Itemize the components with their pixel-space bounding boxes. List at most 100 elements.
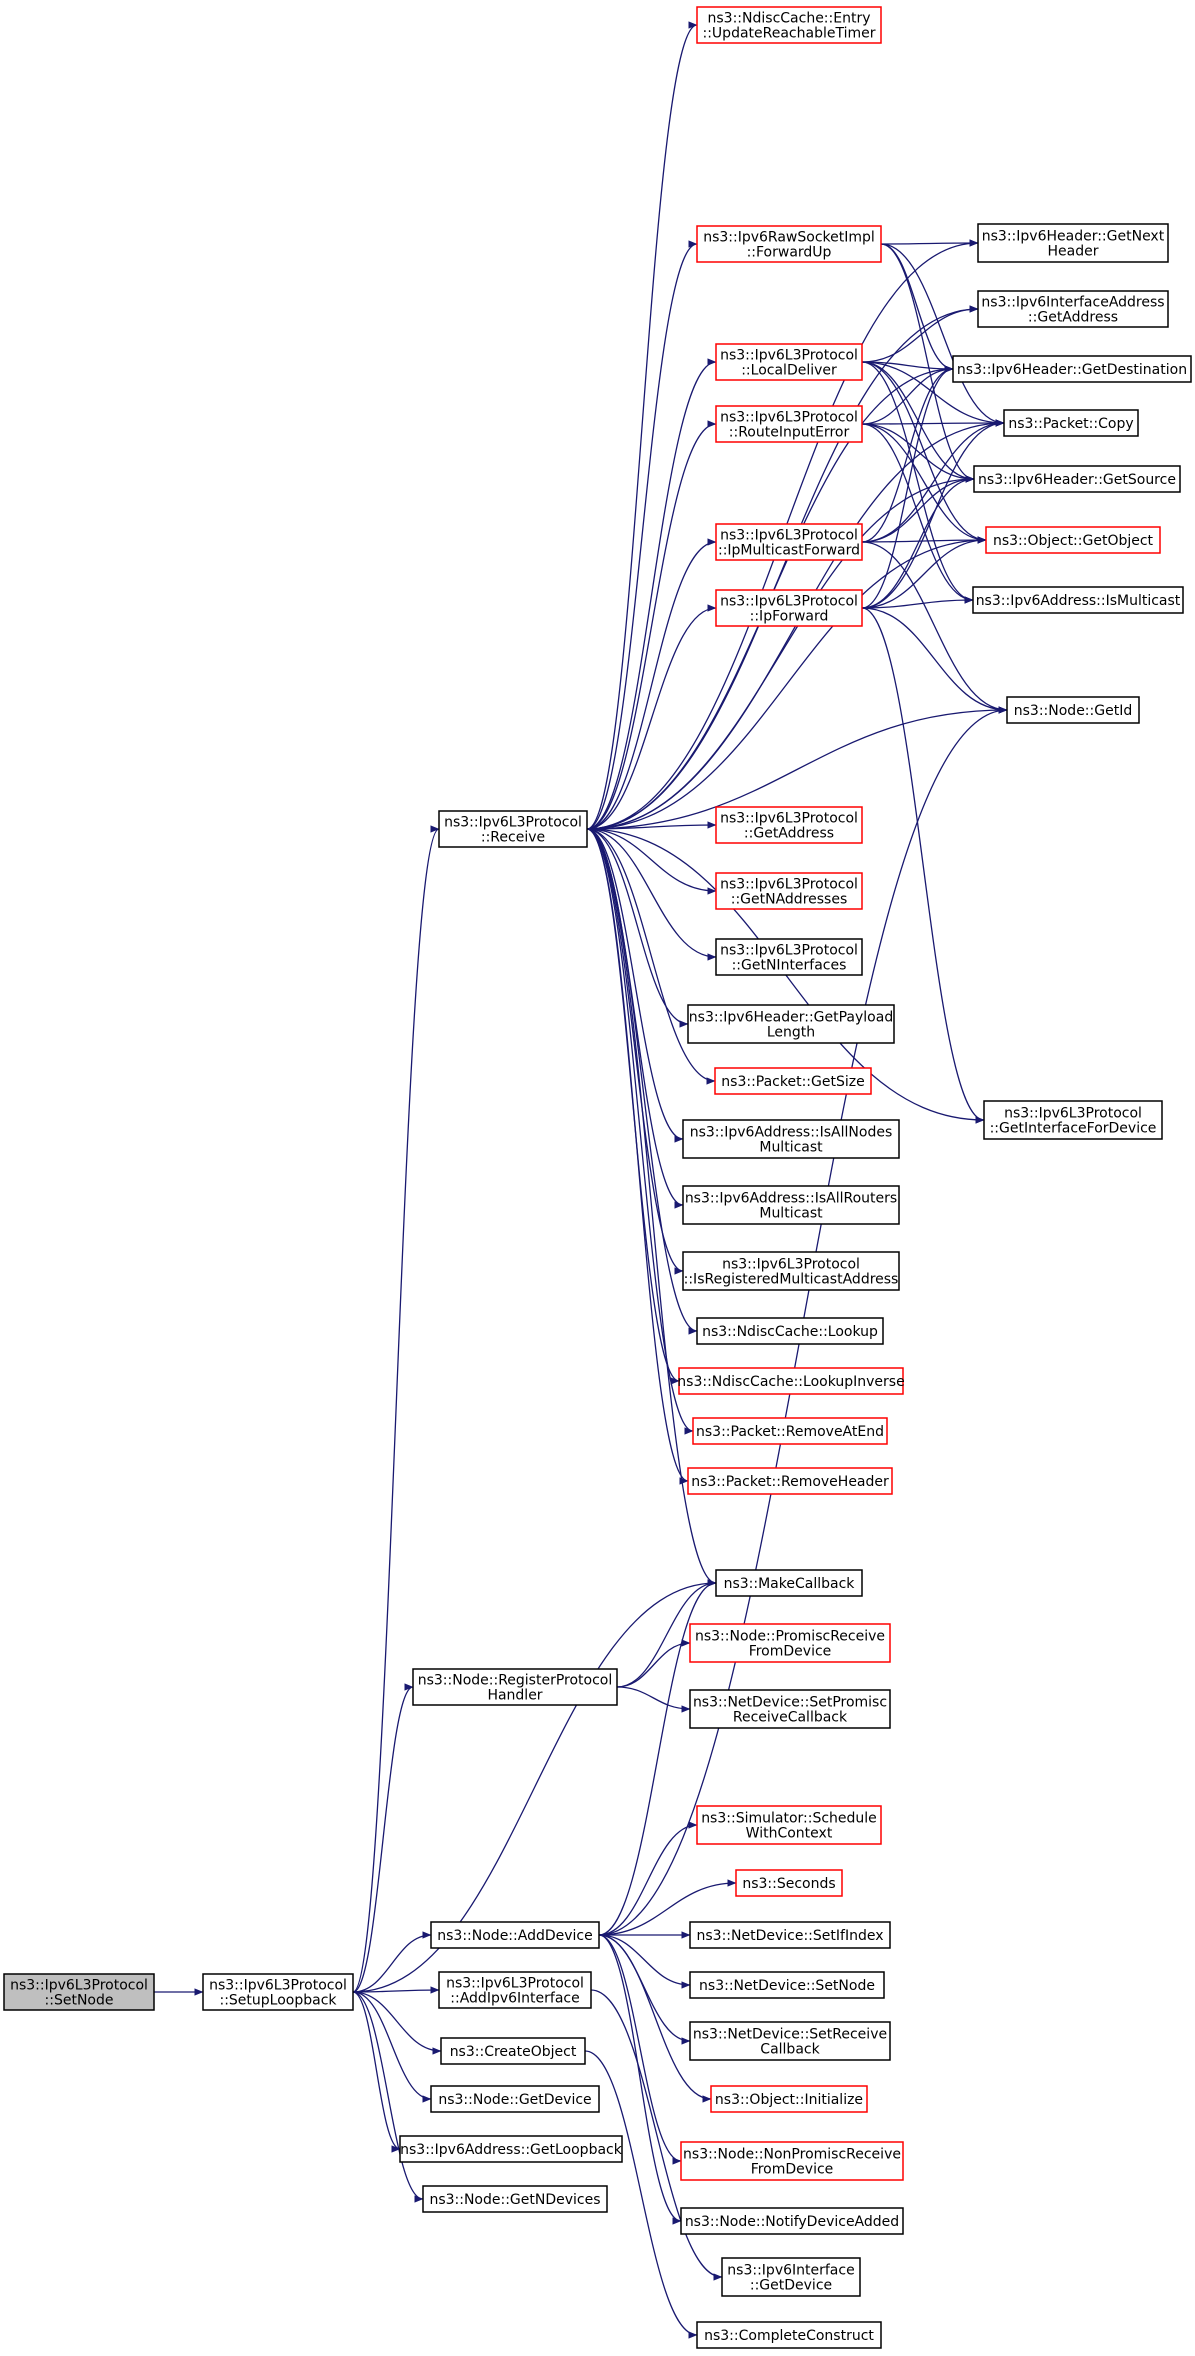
node-label: ns3::Ipv6L3Protocol — [446, 1976, 584, 1992]
edge-receive-to-hdr_src — [586, 475, 975, 830]
node-setnodedev[interactable]: ns3::NetDevice::SetNode — [689, 1971, 885, 1999]
edge-setuploop-to-adddevice — [352, 1931, 432, 1993]
node-setifindex[interactable]: ns3::NetDevice::SetIfIndex — [689, 1921, 891, 1949]
node-node_getdev[interactable]: ns3::Node::GetDevice — [430, 2085, 600, 2113]
node-ifacefordev[interactable]: ns3::Ipv6L3Protocol::GetInterfaceForDevi… — [983, 1100, 1163, 1140]
node-pkt_rmend[interactable]: ns3::Packet::RemoveAtEnd — [692, 1417, 888, 1445]
node-rawsock[interactable]: ns3::Ipv6RawSocketImpl::ForwardUp — [696, 225, 882, 263]
node-box — [682, 1251, 900, 1291]
node-box — [714, 1067, 872, 1095]
node-seconds[interactable]: ns3::Seconds — [735, 1869, 843, 1897]
edge-receive-to-obj_get — [586, 536, 987, 830]
node-label: ns3::Node::NotifyDeviceAdded — [685, 2214, 899, 2230]
node-pkt_rmhdr[interactable]: ns3::Packet::RemoveHeader — [687, 1467, 893, 1495]
node-setnode[interactable]: ns3::Ipv6L3Protocol::SetNode — [3, 1973, 155, 2011]
node-label: ns3::Seconds — [742, 1876, 835, 1892]
edge-ipmcast-to-obj_get — [861, 536, 987, 544]
node-createobj[interactable]: ns3::CreateObject — [440, 2037, 586, 2065]
node-label: Callback — [760, 2042, 820, 2058]
node-routeinerr[interactable]: ns3::Ipv6L3Protocol::RouteInputError — [715, 405, 863, 443]
edge-receive-to-localdeliver — [586, 358, 717, 830]
node-setuploop[interactable]: ns3::Ipv6L3Protocol::SetupLoopback — [202, 1973, 354, 2011]
node-label: ns3::Ipv6Header::GetPayload — [689, 1010, 893, 1026]
edge-receive-to-makecb — [586, 828, 717, 1587]
node-obj_init[interactable]: ns3::Object::Initialize — [710, 2085, 868, 2113]
node-box — [696, 2321, 882, 2349]
edge-ipmcast-to-hdr_dest — [861, 365, 954, 543]
node-addr_mcast[interactable]: ns3::Ipv6Address::IsMulticast — [972, 586, 1184, 614]
edge-receive-to-ipmcast — [586, 538, 717, 830]
node-box — [3, 1973, 155, 2011]
node-ndisc_lookup[interactable]: ns3::NdiscCache::Lookup — [696, 1317, 884, 1345]
node-pkt_size[interactable]: ns3::Packet::GetSize — [714, 1067, 872, 1095]
node-label: ::SetupLoopback — [219, 1993, 337, 2009]
node-box — [715, 523, 863, 561]
node-label: ns3::Packet::GetSize — [721, 1074, 864, 1090]
node-label: ns3::Simulator::Schedule — [701, 1811, 877, 1827]
node-if_getdev[interactable]: ns3::Ipv6Interface::GetDevice — [721, 2257, 861, 2297]
node-label: ns3::Ipv6L3Protocol — [720, 528, 858, 544]
node-hdr_src[interactable]: ns3::Ipv6Header::GetSource — [973, 465, 1181, 493]
node-getnif[interactable]: ns3::Ipv6L3Protocol::GetNInterfaces — [715, 938, 863, 976]
node-box — [1003, 409, 1139, 437]
node-regmcast[interactable]: ns3::Ipv6L3Protocol::IsRegisteredMultica… — [682, 1251, 900, 1291]
node-hdr_dest[interactable]: ns3::Ipv6Header::GetDestination — [952, 355, 1192, 383]
node-box — [202, 1973, 354, 2011]
edge-receive-to-getnaddr — [586, 828, 717, 895]
node-getaddress[interactable]: ns3::Ipv6L3Protocol::GetAddress — [715, 806, 863, 844]
node-label: WithContext — [746, 1826, 833, 1842]
node-ndisc_inverse[interactable]: ns3::NdiscCache::LookupInverse — [677, 1367, 905, 1395]
edge-adddevice-to-makecb — [598, 1579, 717, 1936]
edge-setuploop-to-getloopback — [352, 1991, 401, 2153]
node-label: ns3::Ipv6L3Protocol — [720, 943, 858, 959]
node-complete[interactable]: ns3::CompleteConstruct — [696, 2321, 882, 2349]
node-label: ::UpdateReachableTimer — [703, 26, 876, 42]
edge-receive-to-pkt_rmhdr — [586, 828, 689, 1485]
node-box — [721, 2257, 861, 2297]
node-pkt_copy[interactable]: ns3::Packet::Copy — [1003, 409, 1139, 437]
node-ipmcast[interactable]: ns3::Ipv6L3Protocol::IpMulticastForward — [715, 523, 863, 561]
node-label: FromDevice — [751, 2162, 834, 2178]
edge-routeinerr-to-hdr_src — [861, 423, 975, 483]
edge-ipfwd-to-pkt_copy — [861, 419, 1005, 609]
node-ipfwd[interactable]: ns3::Ipv6L3Protocol::IpForward — [715, 589, 863, 627]
node-ndisc_update[interactable]: ns3::NdiscCache::Entry::UpdateReachableT… — [696, 6, 882, 44]
edge-localdeliver-to-addr_mcast — [861, 361, 974, 604]
edge-routeinerr-to-obj_get — [861, 423, 987, 544]
edge-rawsock-to-hdr_src — [880, 243, 975, 483]
node-obj_get[interactable]: ns3::Object::GetObject — [985, 526, 1161, 554]
node-makecb[interactable]: ns3::MakeCallback — [715, 1569, 863, 1597]
edge-routeinerr-to-addr_mcast — [861, 423, 974, 604]
node-label: ns3::Ipv6Header::GetDestination — [957, 362, 1187, 378]
node-box — [710, 2085, 868, 2113]
node-adddevice[interactable]: ns3::Node::AddDevice — [430, 1921, 600, 1949]
node-notifyadded[interactable]: ns3::Node::NotifyDeviceAdded — [680, 2207, 904, 2235]
edge-adddevice-to-nonpromisc — [598, 1934, 682, 2165]
node-receive[interactable]: ns3::Ipv6L3Protocol::Receive — [438, 810, 588, 848]
node-box — [696, 6, 882, 44]
edge-receive-to-regmcast — [586, 828, 684, 1275]
node-label: ::SetNode — [45, 1993, 114, 2009]
node-getnaddr[interactable]: ns3::Ipv6L3Protocol::GetNAddresses — [715, 872, 863, 910]
node-getloopback[interactable]: ns3::Ipv6Address::GetLoopback — [399, 2135, 623, 2163]
node-localdeliver[interactable]: ns3::Ipv6L3Protocol::LocalDeliver — [715, 343, 863, 381]
node-ifaddr_get[interactable]: ns3::Ipv6InterfaceAddress::GetAddress — [977, 290, 1169, 328]
node-addipv6if[interactable]: ns3::Ipv6L3Protocol::AddIpv6Interface — [438, 1971, 592, 2009]
node-box — [440, 2037, 586, 2065]
node-getndev[interactable]: ns3::Node::GetNDevices — [422, 2185, 608, 2213]
node-setpromisc[interactable]: ns3::NetDevice::SetPromiscReceiveCallbac… — [689, 1689, 891, 1729]
node-box — [715, 872, 863, 910]
node-node_getid[interactable]: ns3::Node::GetId — [1006, 696, 1140, 724]
node-label: ns3::Ipv6Address::IsAllNodes — [690, 1125, 893, 1141]
node-box — [1006, 696, 1140, 724]
